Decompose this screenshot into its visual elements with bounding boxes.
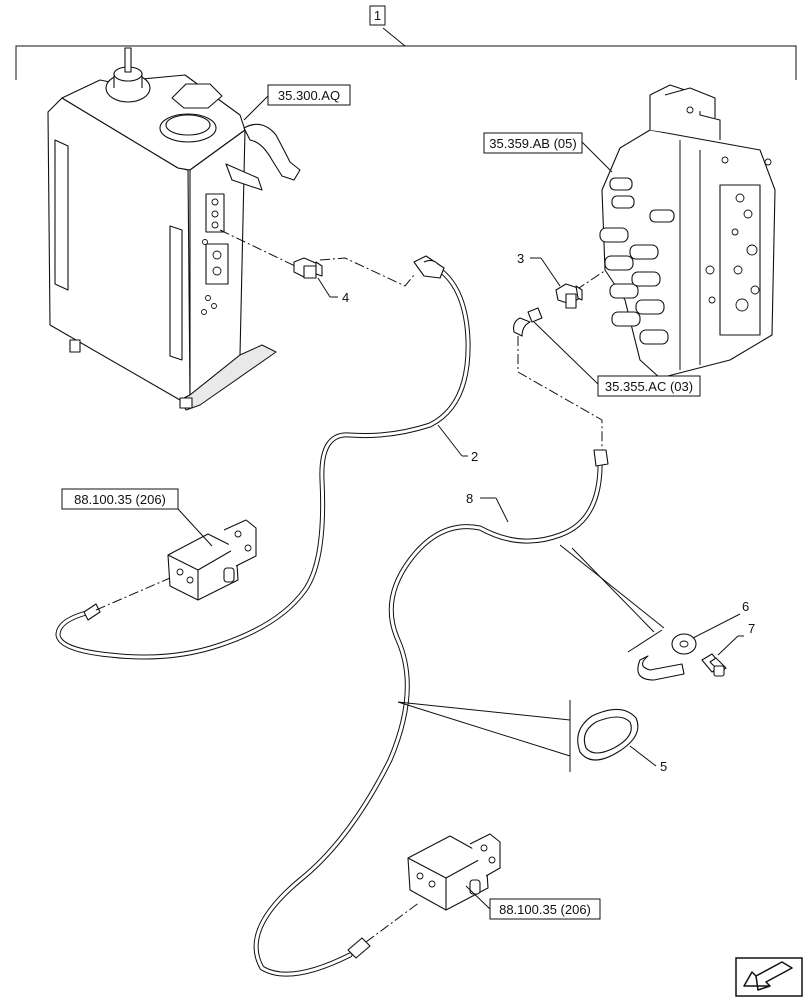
solenoid-bottom-reference-label: 88.100.35 (206) [499, 902, 591, 917]
item-1-label: 1 [374, 8, 381, 23]
centerline-solenoid-top [95, 577, 171, 611]
leader-lines [397, 544, 665, 772]
centerline-tank-tee [219, 229, 296, 267]
solenoid-bottom-reference: 88.100.35 (206) [465, 885, 601, 920]
item-1-callout: 1 [369, 5, 386, 26]
centerline-tee-hose [319, 257, 415, 287]
callout-5: 5 [660, 759, 667, 774]
tee-fitting-3: 3 [517, 251, 583, 309]
callout-6: 6 [742, 599, 749, 614]
tee-fitting-4: 4 [293, 257, 349, 305]
centerline-solenoid-bottom [365, 901, 421, 943]
valve-reference: 35.359.AB (05) [483, 132, 613, 173]
assembly-bracket [15, 27, 797, 80]
centerline-elbow-hose [517, 336, 603, 450]
screw-7: 7 [701, 621, 755, 677]
solenoid-valve-top [167, 519, 257, 601]
centerline-valve-tee [575, 269, 607, 291]
o-ring-5: 5 [577, 708, 667, 774]
callout-4: 4 [342, 290, 349, 305]
elbow-fitting [513, 307, 599, 385]
next-page-arrow-icon[interactable] [735, 957, 803, 997]
elbow-reference: 35.355.AC (03) [597, 375, 701, 397]
valve-spools [599, 177, 675, 345]
solenoid-top-reference: 88.100.35 (206) [61, 488, 213, 547]
hose-8: 8 [253, 449, 609, 977]
control-valve [599, 84, 776, 379]
callout-2: 2 [471, 449, 478, 464]
solenoid-valve-bottom [407, 833, 501, 911]
solenoid-top-reference-label: 88.100.35 (206) [74, 492, 166, 507]
hydraulic-tank [47, 47, 301, 411]
callout-8: 8 [466, 491, 473, 506]
tank-reference-label: 35.300.AQ [278, 88, 340, 103]
elbow-reference-label: 35.355.AC (03) [605, 379, 693, 394]
callout-7: 7 [748, 621, 755, 636]
valve-reference-label: 35.359.AB (05) [489, 136, 576, 151]
clamp-6: 6 [637, 599, 749, 681]
callout-3: 3 [517, 251, 524, 266]
hose-2: 2 [55, 255, 478, 660]
tank-reference: 35.300.AQ [243, 84, 351, 121]
